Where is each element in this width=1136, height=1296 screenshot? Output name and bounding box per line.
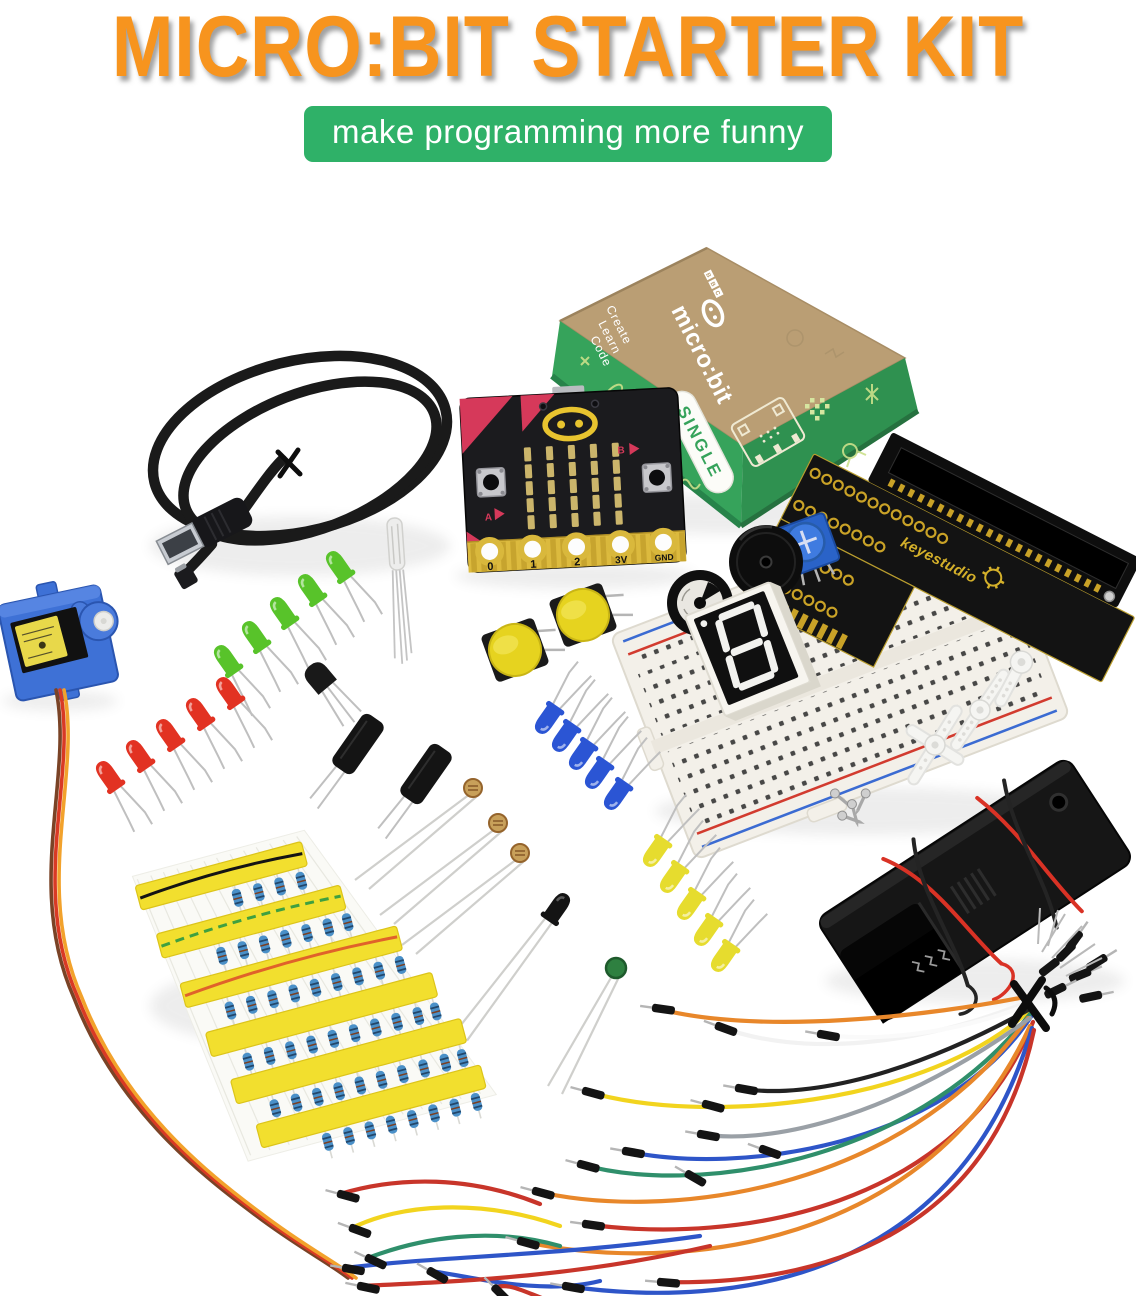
svg-text:C: C <box>713 290 721 297</box>
push-button <box>481 618 565 682</box>
button-a <box>475 466 507 498</box>
microbit-board: A B <box>459 385 687 573</box>
push-button <box>549 583 633 647</box>
servo-cable <box>49 688 358 1280</box>
red-leds <box>88 671 276 837</box>
resistor-pack <box>131 829 498 1162</box>
box-microbit-outline-doodle <box>730 397 806 467</box>
box-oval-logo <box>701 299 725 328</box>
header: MICRO:BIT STARTER KIT make programming m… <box>0 0 1136 162</box>
page-title: MICRO:BIT STARTER KIT <box>111 0 1025 95</box>
ir-led <box>459 893 571 1042</box>
edge-connector-slot <box>868 432 1136 608</box>
button-b <box>641 462 673 493</box>
svg-text:2: 2 <box>574 556 581 568</box>
micro-usb-plug <box>174 563 198 590</box>
box-lid-doodles <box>786 329 845 359</box>
svg-text:B: B <box>709 281 717 288</box>
button-a-label: A <box>485 512 493 523</box>
battery-compartment <box>840 901 965 1024</box>
bare-pins <box>1037 907 1103 977</box>
jumper-wires <box>323 907 1121 1296</box>
microbit-breakout-shield: keyestudio <box>739 432 1136 683</box>
tagline-text: make programming more funny <box>331 113 805 150</box>
bbc-logo: B B C <box>703 269 724 299</box>
pin-labels: 0 1 2 3V GND <box>487 552 674 573</box>
mount-hole <box>590 399 600 408</box>
usb-a-plug <box>155 497 253 566</box>
microbit-box: B B C micro:bit Create Learn Code SINGLE <box>550 246 920 529</box>
edge-connector: 0 1 2 3V GND <box>467 527 687 573</box>
usb-cable <box>147 350 453 590</box>
photoresistors <box>354 778 530 955</box>
rgb-led <box>386 517 413 664</box>
cylinder-component <box>377 743 452 840</box>
cylinder-component <box>309 713 384 810</box>
svg-text:3V: 3V <box>615 555 628 567</box>
svg-text:B: B <box>704 272 712 279</box>
battery-hole <box>1049 792 1069 812</box>
tape-strips <box>135 841 487 1148</box>
keyestudio-logo-icon <box>981 566 1005 589</box>
transistor <box>304 662 362 727</box>
cable-tie <box>275 447 303 479</box>
battery-holder <box>819 759 1131 1024</box>
battery-wires <box>881 778 1084 1016</box>
mount-hole <box>538 402 548 411</box>
tagline-banner: make programming more funny <box>303 106 833 162</box>
thermistor <box>547 956 628 1095</box>
button-b-label: B <box>617 445 625 456</box>
box-tagline: Create Learn Code <box>587 303 634 369</box>
svg-text:GND: GND <box>654 552 673 563</box>
seven-segment-display <box>684 581 821 721</box>
svg-text:0: 0 <box>487 561 494 573</box>
cover-ridges <box>949 868 997 915</box>
svg-text:1: 1 <box>530 559 537 571</box>
microbit-logo <box>542 406 598 442</box>
ring-pads <box>475 527 678 566</box>
kit-photo: B B C micro:bit Create Learn Code SINGLE <box>0 246 1136 1296</box>
zip-tie <box>1008 976 1058 1032</box>
servo-motor <box>0 581 119 702</box>
servo-label <box>15 615 68 667</box>
box-heart-doodle <box>805 398 830 421</box>
